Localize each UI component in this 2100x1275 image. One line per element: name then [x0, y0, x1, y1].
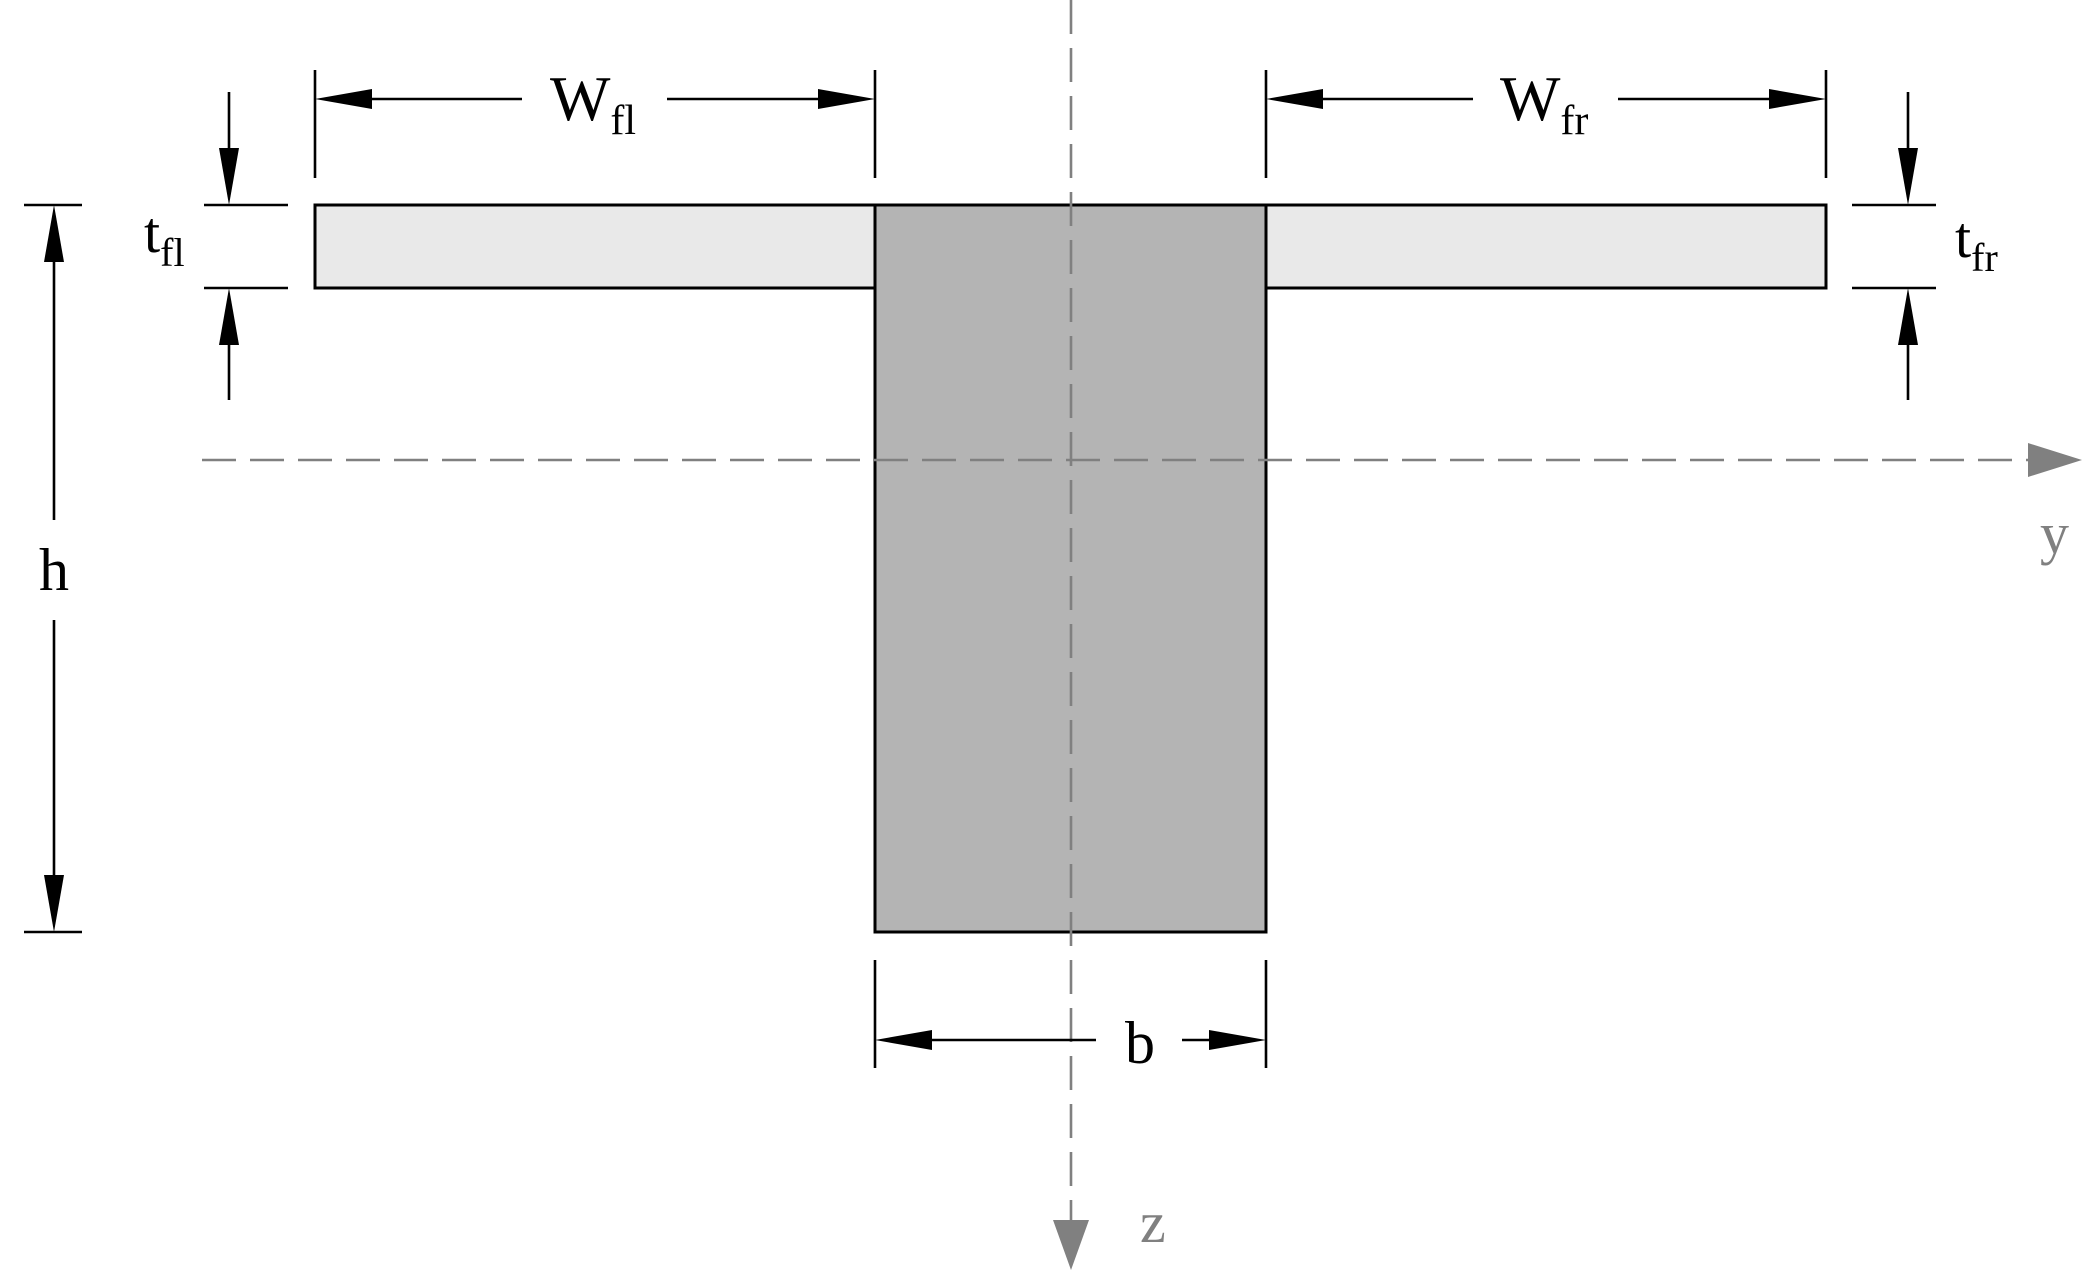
- y-axis-arrow: [2028, 443, 2082, 477]
- dimension-wfr: [1264, 70, 1828, 178]
- dimension-tfl: [204, 92, 288, 400]
- wfr-label: Wfr: [1500, 63, 1588, 144]
- left-flange: [313, 203, 877, 290]
- tfr-label: tfr: [1955, 205, 1998, 280]
- tfl-label: tfl: [144, 200, 185, 275]
- dimension-tfr: [1852, 92, 1936, 400]
- z-axis-arrow: [1053, 1220, 1089, 1270]
- right-flange: [1264, 203, 1828, 290]
- dimension-h: [24, 203, 82, 934]
- z-axis-label: z: [1140, 1190, 1166, 1255]
- b-label: b: [1125, 1010, 1155, 1076]
- wfl-label: Wfl: [550, 63, 636, 144]
- y-axis-label: y: [2040, 501, 2069, 566]
- dimension-b: [873, 960, 1268, 1068]
- h-label: h: [39, 537, 69, 603]
- web: [873, 203, 1268, 934]
- dimension-wfl: [313, 70, 877, 178]
